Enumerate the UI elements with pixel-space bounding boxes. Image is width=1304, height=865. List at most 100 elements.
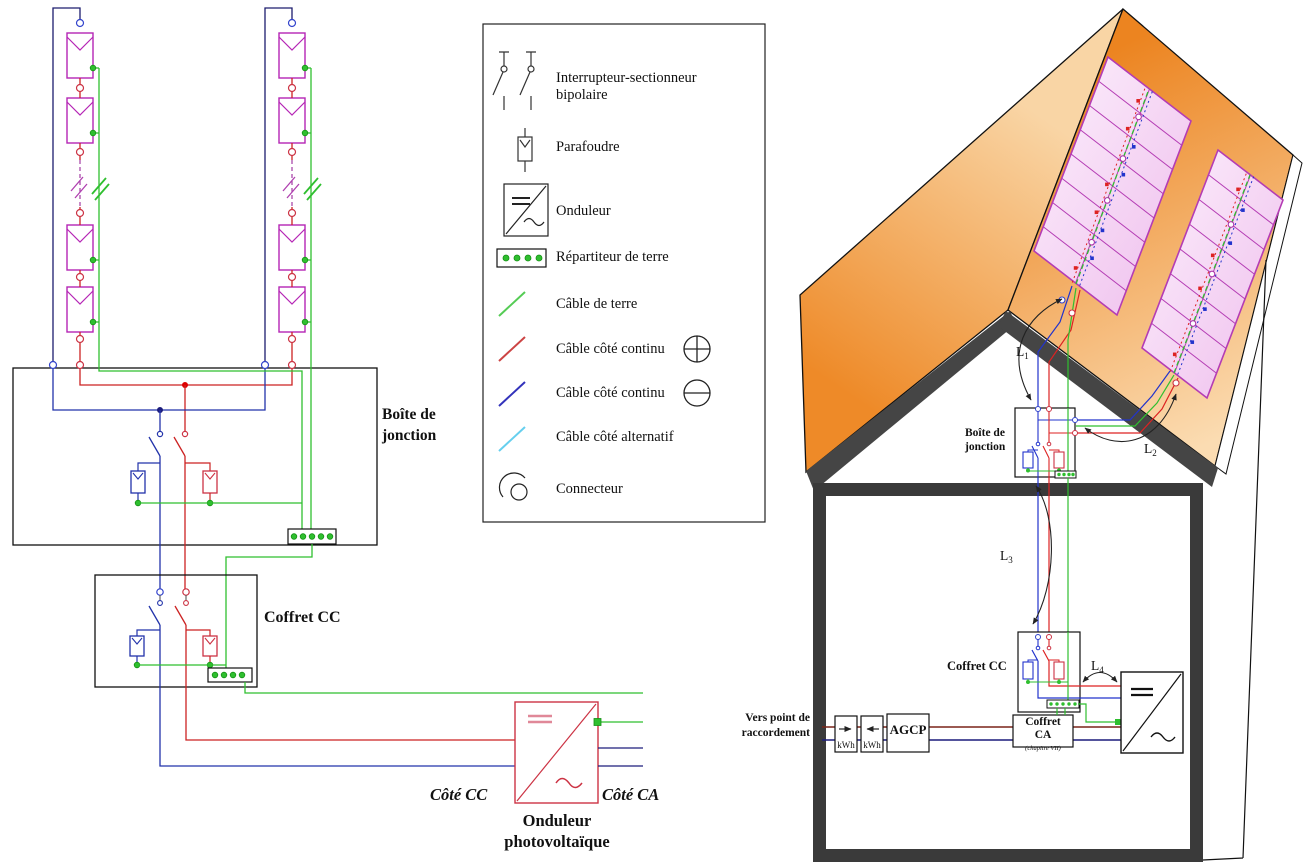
ac-box xyxy=(1012,714,1074,748)
dc-box xyxy=(94,574,643,767)
module-terminal xyxy=(1121,172,1126,177)
connector-icon xyxy=(75,272,85,282)
minus-circle-icon xyxy=(683,379,711,407)
dc-side-label: Côté CC xyxy=(430,785,488,804)
dc-plus-cable-swatch xyxy=(498,336,526,362)
inverter-label: Onduleur photovoltaïque xyxy=(467,810,647,852)
label-line: Boîte de xyxy=(965,427,1005,439)
module-terminal xyxy=(1190,340,1195,344)
dc-minus-cable-swatch xyxy=(498,381,526,407)
surge-arrester-icon xyxy=(1053,661,1065,680)
legend-item-bipolar-switch: Interrupteur-sectionneur bipolaire xyxy=(556,70,697,103)
connector-icon xyxy=(75,83,85,93)
connector-icon xyxy=(1046,406,1052,412)
module-terminal xyxy=(1210,253,1215,258)
surge-arrester-icon xyxy=(1022,661,1034,680)
string-plus-wire xyxy=(1169,173,1247,372)
cable-run-arrow-L4 xyxy=(1082,671,1118,683)
module-terminal xyxy=(1105,182,1109,187)
legend-item-dc-plus-cable: Câble côté continu xyxy=(556,341,665,357)
house-junction-box-label: Boîte de jonction xyxy=(965,426,1005,454)
connector-icon xyxy=(1227,221,1235,228)
connector-icon xyxy=(1072,417,1078,423)
surge-arrester-icon xyxy=(1053,451,1065,469)
module-terminal xyxy=(1094,210,1099,215)
label-line: L xyxy=(1091,658,1100,673)
pv-string-2 xyxy=(264,7,322,365)
dc-symbol-icon xyxy=(1131,687,1153,697)
module-terminal xyxy=(1241,208,1245,212)
connector-icon xyxy=(1035,406,1041,412)
connector-icon xyxy=(1046,634,1052,640)
dc-symbol-icon xyxy=(528,714,552,724)
module-terminal xyxy=(1100,228,1105,233)
connector-icon xyxy=(287,83,297,93)
label-line: Boîte de xyxy=(382,406,436,423)
connector-icon xyxy=(287,18,297,28)
house-walls xyxy=(813,483,1203,862)
label-line: Onduleur xyxy=(522,811,592,830)
house-dc-box-label: Coffret CC xyxy=(947,659,1007,673)
label-sub: 2 xyxy=(1152,448,1157,458)
surge-arrester-icon xyxy=(202,470,218,494)
pv-string-1 xyxy=(52,7,110,365)
export-meter-box xyxy=(834,715,858,753)
side-wall xyxy=(1203,474,1243,858)
earth-terminal xyxy=(1115,719,1121,725)
pv-module xyxy=(66,224,94,271)
label-line: Vers point de xyxy=(745,712,810,724)
cable-run-arrow-L3 xyxy=(1032,485,1052,625)
label-sub: 1 xyxy=(1024,351,1029,361)
connector-icon xyxy=(156,588,164,596)
wire-break-icon xyxy=(303,177,322,201)
cable-run-label-L4: L4 xyxy=(1091,658,1104,675)
module-terminal xyxy=(1203,307,1207,311)
wire-break-icon xyxy=(91,177,110,201)
legend-item-surge-arrester: Parafoudre xyxy=(556,139,620,155)
string-earth-wire xyxy=(1075,88,1150,285)
house-junction-box xyxy=(1014,406,1078,479)
ac-symbol-icon xyxy=(555,777,583,789)
ac-box-sublabel: (chapitre VII) xyxy=(1025,745,1061,752)
plus-circle-icon xyxy=(683,335,711,363)
surge-arrester-icon xyxy=(517,128,533,172)
ac-box-label: Coffret CA (chapitre VII) xyxy=(1013,716,1073,755)
label-line: CA xyxy=(1034,729,1052,741)
module-terminal xyxy=(1090,256,1094,261)
pv-module xyxy=(66,97,94,144)
house-3d-edges xyxy=(1202,259,1267,861)
legend-item-connector: Connecteur xyxy=(556,481,623,497)
string-minus-wire xyxy=(1177,176,1255,375)
roof-pv-arrays xyxy=(1033,55,1284,400)
connector-icon xyxy=(1208,270,1216,278)
label-line: Coffret xyxy=(1025,716,1061,728)
connector-icon xyxy=(1119,155,1127,162)
gable-wall xyxy=(806,315,1224,490)
connector-icon xyxy=(1088,238,1095,246)
house xyxy=(799,7,1303,862)
connector-icon xyxy=(1135,113,1142,121)
surge-arrester-icon xyxy=(1022,451,1034,469)
connector-icon xyxy=(1068,309,1076,317)
label-line: jonction xyxy=(382,427,437,444)
house-dc-box xyxy=(1017,631,1121,725)
agcp-label: AGCP xyxy=(889,722,927,737)
label-line: L xyxy=(1144,441,1153,456)
connector-icon xyxy=(287,208,297,218)
connector-icon xyxy=(75,18,85,28)
ac-cable-swatch xyxy=(498,426,526,452)
connector-icon xyxy=(287,272,297,282)
label-line: photovoltaïque xyxy=(504,832,610,851)
connector-icon xyxy=(287,360,297,370)
module-terminal xyxy=(1198,286,1202,291)
connector-icon xyxy=(75,208,85,218)
pv-module xyxy=(278,224,306,271)
switch-contact-icon xyxy=(157,600,163,606)
connector-icon xyxy=(1103,197,1111,204)
surge-arrester-icon xyxy=(130,470,146,494)
switch-blade-icon xyxy=(148,605,161,626)
wire-break-icon xyxy=(70,176,88,199)
label-sub: 3 xyxy=(1008,555,1013,565)
